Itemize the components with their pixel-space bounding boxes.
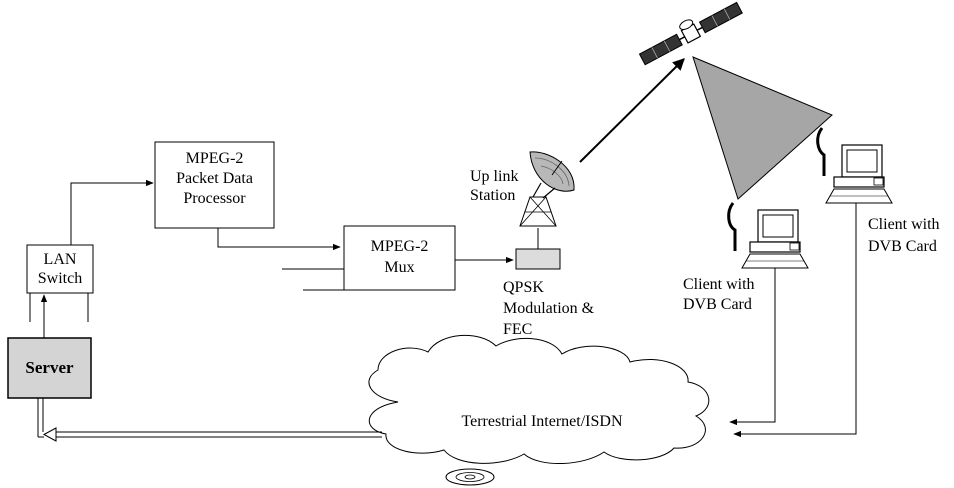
cloud-to-server-arrow — [37, 398, 382, 442]
qpsk-label-line2: Modulation & — [503, 300, 595, 317]
processor-label-line1: MPEG-2 — [186, 150, 244, 167]
processor-label-line2: Packet Data — [176, 170, 253, 187]
uplink-label-line1: Up link — [470, 168, 518, 185]
uplink-station-label: Up link Station — [470, 168, 518, 204]
receiver-antenna-icon — [727, 202, 737, 251]
server-label: Server — [25, 358, 74, 377]
mux-label-line2: Mux — [384, 259, 414, 276]
downlink-beam — [692, 56, 833, 200]
qpsk-label: QPSK Modulation & FEC — [503, 279, 595, 338]
client2-label: Client with DVB Card — [868, 216, 940, 255]
client-computer-icon — [741, 209, 809, 269]
disc-icon — [445, 468, 495, 486]
lan-switch-label-line2: Switch — [38, 270, 82, 287]
mux-node: MPEG-2 Mux — [343, 225, 456, 291]
lan-switch-node: LAN Switch — [26, 244, 94, 294]
uplink-arrow — [579, 58, 685, 163]
satellite-dish-icon — [519, 151, 575, 227]
server-node: Server — [7, 337, 92, 399]
satellite-icon — [638, 1, 743, 66]
qpsk-modulator-box — [515, 248, 561, 270]
processor-to-mux-arrow — [217, 228, 341, 251]
lan-switch-label-line1: LAN — [44, 251, 77, 268]
client2-label-line1: Client with — [868, 216, 940, 233]
mux-label-line1: MPEG-2 — [371, 238, 429, 255]
packet-data-processor-node: MPEG-2 Packet Data Processor — [154, 141, 275, 229]
client-computer-icon — [825, 144, 893, 204]
client1-label: Client with DVB Card — [683, 276, 755, 313]
cloud-label: Terrestrial Internet/ISDN — [461, 413, 622, 430]
qpsk-label-line1: QPSK — [503, 279, 544, 296]
client1-return-line — [729, 268, 776, 426]
switch-to-processor-arrow — [70, 179, 154, 245]
qpsk-label-line3: FEC — [503, 321, 532, 338]
client2-label-line2: DVB Card — [868, 238, 937, 255]
client2-return-line — [733, 203, 857, 438]
uplink-label-line2: Station — [470, 187, 515, 204]
processor-label-line3: Processor — [183, 190, 246, 207]
receiver-antenna-icon — [816, 127, 826, 176]
client1-label-line2: DVB Card — [683, 296, 752, 313]
cloud-icon: Terrestrial Internet/ISDN — [368, 334, 710, 464]
client1-label-line1: Client with — [683, 276, 755, 293]
